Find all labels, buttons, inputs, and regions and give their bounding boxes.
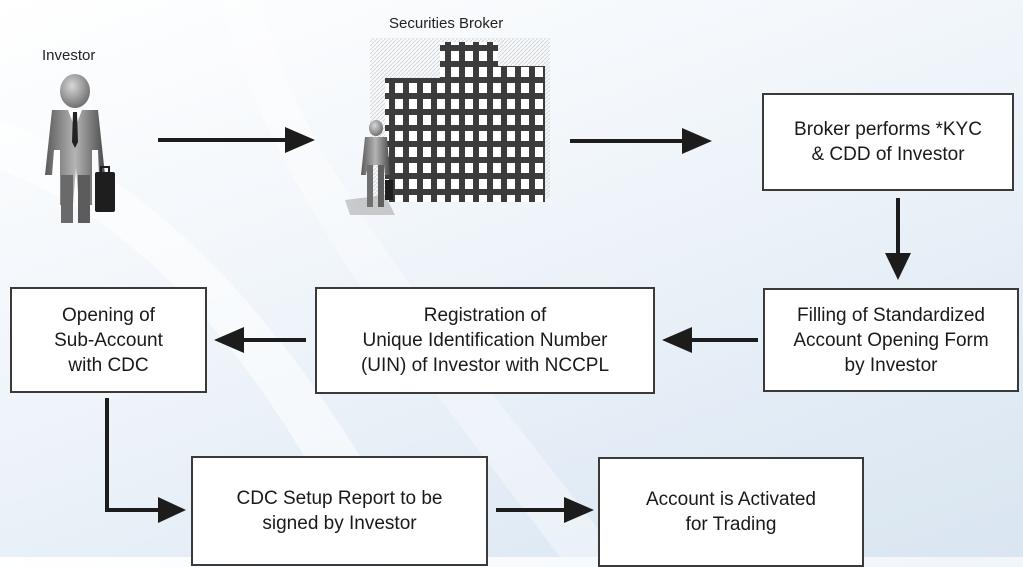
arrow-broker-to-kyc xyxy=(570,128,712,154)
broker-label: Securities Broker xyxy=(389,15,504,32)
step-activated-text: Account is Activated for Trading xyxy=(645,489,817,535)
arrow-subaccount-to-cdc-report xyxy=(105,398,186,523)
step-activated-box: Account is Activated for Trading xyxy=(598,457,864,567)
step-subaccount-text: Opening of Sub-Account with CDC xyxy=(54,304,163,376)
arrow-form-to-uin xyxy=(662,327,758,353)
step-kyc-box: Broker performs *KYC & CDD of Investor xyxy=(762,93,1014,191)
step-form-text: Filling of Standardized Account Opening … xyxy=(793,304,989,376)
investor-label: Investor xyxy=(42,47,96,64)
arrow-uin-to-subaccount xyxy=(214,327,306,353)
step-kyc-text: Broker performs *KYC & CDD of Investor xyxy=(794,119,982,165)
step-uin-box: Registration of Unique Identification Nu… xyxy=(315,287,655,394)
step-form-box: Filling of Standardized Account Opening … xyxy=(763,288,1019,392)
step-cdc-report-text: CDC Setup Report to be signed by Investo… xyxy=(236,488,443,534)
arrow-kyc-to-form xyxy=(885,198,911,280)
step-uin-text: Registration of Unique Identification Nu… xyxy=(360,305,610,376)
step-cdc-report-box: CDC Setup Report to be signed by Investo… xyxy=(191,456,488,566)
step-subaccount-box: Opening of Sub-Account with CDC xyxy=(10,287,207,393)
arrow-cdc-report-to-activated xyxy=(496,497,594,523)
arrow-investor-to-broker xyxy=(158,127,315,153)
